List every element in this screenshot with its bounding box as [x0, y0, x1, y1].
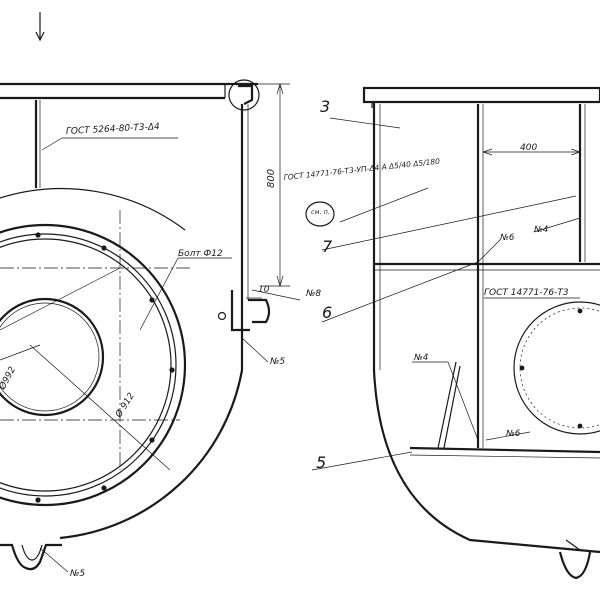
ref-n4-top: №4	[533, 225, 548, 235]
ref-n4-mid: №4	[413, 353, 428, 363]
bracket-hole	[217, 311, 227, 321]
pos3-leader	[329, 117, 401, 129]
bolt-hole	[149, 437, 155, 443]
inlet-right-bolt-ring	[519, 307, 600, 429]
dia-leader	[0, 267, 121, 331]
dia-leader	[0, 344, 41, 361]
ref-n8: №8	[305, 289, 321, 299]
bolt-hole	[35, 232, 41, 238]
brace	[437, 361, 457, 449]
dim-arrow-bottom	[276, 275, 284, 288]
pos6-leader	[321, 261, 479, 323]
bolt-leader	[139, 257, 179, 331]
n4-leader-mid	[447, 361, 479, 441]
pos7-leader	[321, 195, 577, 251]
dia-leader	[29, 344, 171, 471]
base-plate-edge	[409, 454, 600, 459]
dia-outer-label: Ø 912	[113, 391, 137, 421]
bolt-hole	[101, 245, 107, 251]
ref-n6-bottom: №6	[505, 429, 521, 439]
left-view	[0, 12, 301, 573]
position-6: 6	[322, 303, 332, 322]
base-plate	[409, 446, 600, 454]
detail-circle	[228, 79, 260, 111]
pos5-leader	[311, 451, 413, 471]
ref-n6-top: №6	[499, 233, 515, 243]
bolt-hole	[577, 308, 583, 314]
dia-inner-label: Ø992	[0, 365, 18, 393]
gost-leader	[339, 187, 429, 223]
view-arrow-head	[35, 31, 45, 42]
n8-leader	[251, 289, 301, 301]
n4-leader	[533, 217, 581, 233]
dim-arrow-left	[481, 148, 493, 156]
flange-inner	[0, 233, 177, 497]
ref-n5: №5	[269, 357, 285, 367]
see-note: см. п.	[311, 208, 330, 216]
support-foot	[0, 543, 62, 571]
bolt-hole	[519, 365, 525, 371]
flange-bolt-ring	[0, 238, 172, 492]
bracket-detail	[230, 290, 271, 332]
inlet-opening	[0, 297, 105, 417]
bolt-hole	[577, 423, 583, 429]
weld-note-left: ГОСТ 5264-80-Т3-Δ4	[66, 122, 161, 137]
weld-note-right: ГОСТ 14771-76-Т3	[484, 288, 569, 298]
position-7: 7	[322, 237, 333, 256]
body-outline	[372, 102, 600, 554]
see-note-circle	[305, 201, 335, 227]
bolt-hole	[35, 497, 41, 503]
inlet-right	[513, 301, 600, 435]
top-plate-right	[362, 86, 600, 104]
brace	[443, 365, 461, 449]
casing-arc-top	[0, 188, 186, 231]
flange-outer	[0, 223, 187, 507]
dim-10-label: 10	[258, 285, 270, 295]
foot-weld	[565, 539, 581, 551]
n6-leader	[477, 239, 501, 263]
right-view	[305, 86, 600, 580]
support-foot-right	[558, 551, 592, 580]
bolt-hole	[169, 367, 175, 373]
n5-leader	[241, 337, 269, 363]
position-3: 3	[320, 97, 330, 116]
position-5: 5	[316, 453, 326, 472]
bolt-hole	[101, 485, 107, 491]
casing-arc	[59, 300, 244, 540]
dim-arrow-right	[570, 148, 582, 156]
corner-detail	[238, 84, 254, 105]
weld-leader	[41, 137, 63, 151]
n6-leader-bottom	[485, 431, 531, 441]
weld-note-center: ГОСТ 14771-76-Т3-УП-Δ4 А Δ5/40 Δ5/180	[283, 157, 440, 182]
inlet-opening-inner	[0, 302, 100, 412]
dim-800-label: 800	[266, 169, 277, 188]
ref-n5-bottom: №5	[69, 569, 85, 579]
support-foot-inner	[21, 544, 43, 561]
bolt-hole	[149, 297, 155, 303]
bolt-note: Болт Ф12	[178, 249, 223, 259]
dim-400-label: 400	[520, 143, 537, 153]
dim-arrow-top	[276, 82, 284, 95]
